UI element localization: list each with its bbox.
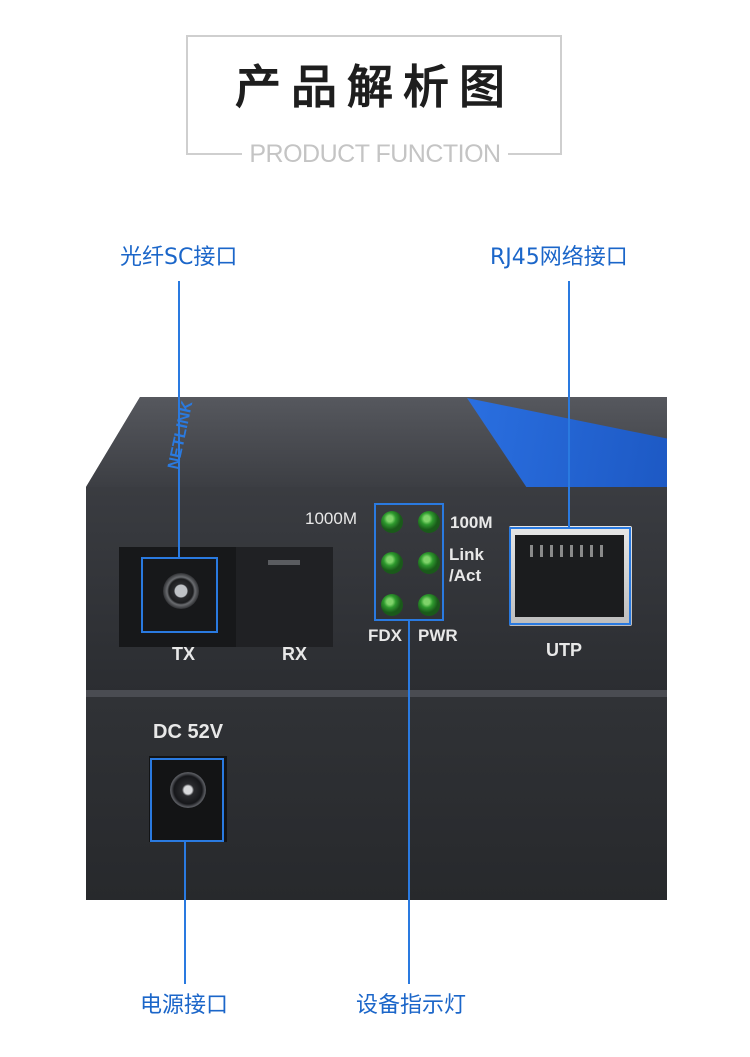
led-label-pwr: PWR xyxy=(418,626,458,645)
header-right-border xyxy=(560,35,562,155)
led-100m-indicator xyxy=(418,511,440,533)
led-highlight-box xyxy=(374,503,444,621)
indicator-callout: 设备指示灯 xyxy=(356,993,467,1018)
tx-label: TX xyxy=(172,644,196,664)
header-bottom-border-right xyxy=(508,153,562,155)
led-link-act-indicator xyxy=(418,552,440,574)
header-top-border xyxy=(186,35,562,37)
led-link-left-indicator xyxy=(381,552,403,574)
sc-callout-line xyxy=(178,281,180,559)
panel-seam xyxy=(86,690,667,698)
power-highlight-box xyxy=(150,758,224,842)
utp-label: UTP xyxy=(546,640,582,660)
power-callout-line xyxy=(184,842,186,984)
sc-rx-slot xyxy=(268,560,300,565)
sc-tx-ferrule xyxy=(163,573,199,609)
header-left-border xyxy=(186,35,188,155)
page-title: 产品解析图 xyxy=(235,60,515,114)
led-label-link: Link xyxy=(449,545,484,564)
led-pwr-indicator xyxy=(418,594,440,616)
rj45-callout-line xyxy=(568,281,570,528)
rj45-port-pins xyxy=(530,545,610,557)
led-label-fdx: FDX xyxy=(368,626,402,645)
power-callout: 电源接口 xyxy=(140,993,229,1018)
led-fdx-indicator xyxy=(381,594,403,616)
dc-power-socket xyxy=(170,772,206,808)
led-label-1000m: 1000M xyxy=(305,509,357,528)
rj45-callout: RJ45网络接口 xyxy=(490,245,628,270)
led-label-act: /Act xyxy=(449,566,482,585)
led-label-100m: 100M xyxy=(450,513,493,532)
led-1000m-indicator xyxy=(381,511,403,533)
page-subtitle: PRODUCT FUNCTION xyxy=(249,140,501,168)
indicator-callout-line xyxy=(408,621,410,984)
dc-label: DC 52V xyxy=(153,721,224,743)
sc-port-highlight-box xyxy=(141,557,218,633)
rx-label: RX xyxy=(282,644,308,664)
rj45-highlight-box xyxy=(509,527,631,625)
sc-port-callout: 光纤SC接口 xyxy=(120,245,238,270)
header-bottom-border-left xyxy=(186,153,242,155)
